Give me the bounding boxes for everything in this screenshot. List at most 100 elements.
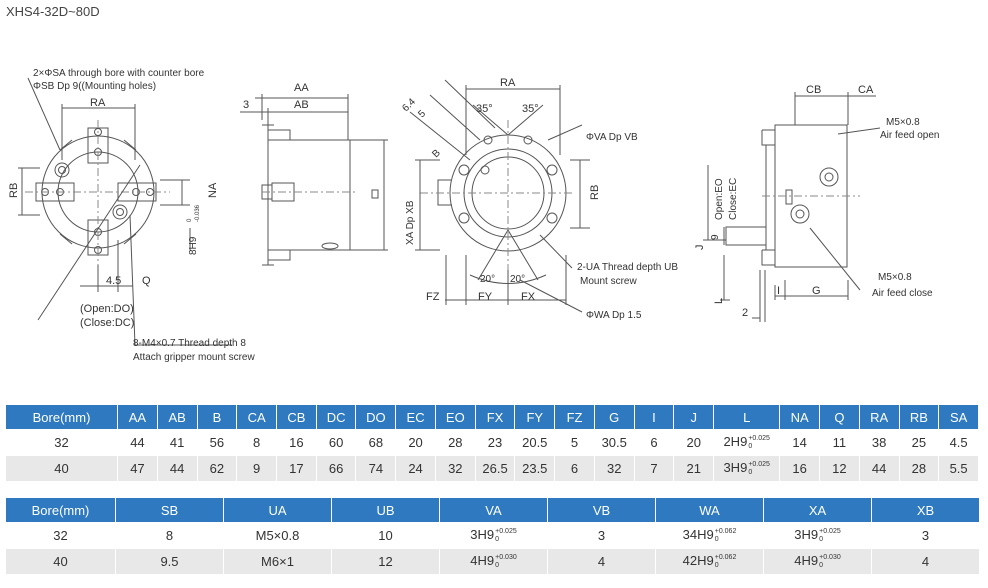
tol-lower: 0 [714, 535, 719, 543]
label-b-tol-upper: 0 [187, 218, 193, 222]
cell-na: 16 [779, 455, 821, 482]
header-cell: VB [547, 497, 656, 523]
cell-va-value: 3H9 [470, 527, 495, 543]
cell-b: 56 [196, 429, 238, 456]
label-angle-bot-l: 20° [480, 274, 495, 285]
cell-fx: 23 [474, 429, 516, 456]
label-9: 9 [710, 234, 721, 240]
label-ua: 2-UA Thread depth UB [577, 262, 678, 273]
header-cell: XB [871, 497, 980, 523]
header-cell: CB [276, 404, 317, 430]
cell-g: 32 [593, 455, 635, 482]
tol-lower: 0 [748, 442, 753, 450]
label-wa: ΦWA Dp 1.5 [586, 310, 642, 321]
tol-upper: +0.025 [748, 434, 770, 442]
cell-va-value: 4H9 [470, 553, 495, 569]
label-m5-open: M5×0.8 [886, 117, 920, 128]
cell-ra: 38 [858, 429, 900, 456]
cell-b: 62 [196, 455, 238, 482]
label-rb-3: RB [589, 185, 601, 200]
label-angle-bot-r: 20° [510, 274, 525, 285]
cell-ec: 24 [395, 455, 436, 482]
cell-vb: 4 [547, 548, 656, 575]
cell-fx: 26.5 [474, 455, 516, 482]
cell-rb: 25 [898, 429, 940, 456]
header-cell: G [593, 404, 635, 430]
label-b-dim: 8H9 [188, 236, 199, 255]
header-cell: EC [395, 404, 436, 430]
tol-lower: 0 [819, 535, 824, 543]
header-cell: FX [474, 404, 516, 430]
cell-dc: 66 [315, 455, 357, 482]
label-vb: ΦVA Dp VB [586, 132, 638, 143]
label-j: J [694, 245, 706, 251]
label-fz: FZ [426, 291, 440, 303]
label-ra-1: RA [90, 97, 106, 109]
cell-q: 11 [819, 429, 860, 456]
header-cell: SB [115, 497, 224, 523]
header-cell: VA [439, 497, 548, 523]
header-cell: NA [779, 404, 821, 430]
label-angle-top-r: 35° [522, 103, 539, 115]
header-cell: WA [655, 497, 764, 523]
label-l: L [713, 298, 725, 304]
table-header-row: Bore(mm) SB UA UB VA VB WA XA XB [5, 497, 980, 523]
label-feed-open: Air feed open [880, 130, 940, 141]
label-2: 2 [742, 307, 748, 319]
cell-sb: 9.5 [115, 548, 224, 575]
label-ab: AB [294, 99, 309, 111]
header-cell: J [673, 404, 715, 430]
label-close-dc: (Close:DC) [80, 317, 134, 329]
header-cell: B [196, 404, 238, 430]
label-close-ec: Close:EC [728, 178, 739, 220]
header-cell: FZ [554, 404, 595, 430]
cell-fz: 6 [554, 455, 595, 482]
header-cell: EO [434, 404, 476, 430]
label-open-eo: Open:EO [714, 178, 725, 220]
page-title: XHS4-32D~80D [6, 4, 100, 19]
header-cell: Bore(mm) [4, 404, 119, 430]
right-view [703, 92, 881, 322]
label-ca: CA [858, 84, 874, 96]
label-b-tol-lower: -0.036 [195, 204, 201, 222]
cell-fz: 5 [554, 429, 595, 456]
front-view [18, 77, 232, 346]
cell-g: 30.5 [593, 429, 635, 456]
spec-table-2: Bore(mm) SB UA UB VA VB WA XA XB 32 8 M5… [5, 497, 980, 575]
label-fy: FY [478, 291, 493, 303]
tol-lower: 0 [495, 561, 500, 569]
cell-do: 68 [355, 429, 397, 456]
cell-xb: 4 [871, 548, 980, 575]
header-cell: AB [156, 404, 198, 430]
cell-eo: 32 [434, 455, 476, 482]
cell-sa: 5.5 [938, 455, 979, 482]
cell-bore: 40 [4, 455, 119, 482]
cell-wa-value: 34H9 [682, 527, 714, 543]
label-feed-close: Air feed close [872, 288, 933, 299]
tol-upper: +0.025 [495, 527, 517, 535]
cell-sb: 8 [115, 522, 224, 549]
cell-ub: 10 [331, 522, 440, 549]
cell-bore: 32 [4, 429, 119, 456]
label-q: Q [142, 275, 151, 287]
cell-na: 14 [779, 429, 821, 456]
header-cell: UB [331, 497, 440, 523]
thread-note-2: Attach gripper mount screw [133, 352, 255, 363]
label-mount: Mount screw [580, 276, 637, 287]
note-sb: ΦSB Dp 9((Mounting holes) [33, 81, 156, 92]
cell-j: 20 [673, 429, 715, 456]
header-cell: RB [898, 404, 940, 430]
cell-l-value: 2H9 [723, 434, 748, 450]
header-cell: L [713, 404, 781, 430]
cell-l-value: 3H9 [723, 460, 748, 476]
cell-xb: 3 [871, 522, 980, 549]
label-b-3: B [430, 147, 443, 160]
tol-upper: +0.062 [714, 527, 737, 535]
header-cell: UA [223, 497, 332, 523]
